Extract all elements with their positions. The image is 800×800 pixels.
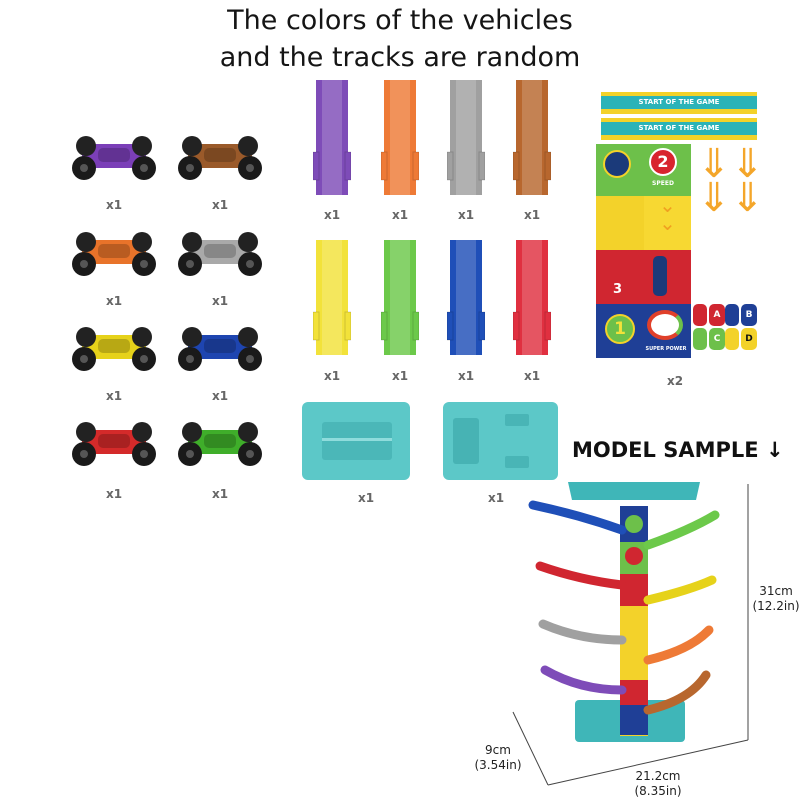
track-piece <box>446 80 486 195</box>
track-quantity: x1 <box>457 208 475 222</box>
base-platform-1 <box>302 402 410 480</box>
track-quantity: x1 <box>391 369 409 383</box>
sticker-letter-b: B <box>741 304 757 326</box>
height-dimension: 31cm (12.2in) <box>752 584 800 614</box>
headline-line-2: and the tracks are random <box>219 42 581 73</box>
headline-line-1: The colors of the vehicles <box>227 5 573 36</box>
sticker-letter-a: A <box>709 304 725 326</box>
sticker-letter-c: C <box>709 328 725 350</box>
track-quantity: x1 <box>323 208 341 222</box>
sticker-number-2: 2 <box>649 148 677 176</box>
track-piece <box>312 80 352 195</box>
sticker-number-3: 3 <box>613 282 623 297</box>
car-quantity: x1 <box>211 294 229 308</box>
base-platform-2 <box>443 402 558 480</box>
toy-car <box>68 228 160 278</box>
car-quantity: x1 <box>211 389 229 403</box>
model-sample-text: MODEL SAMPLE <box>572 438 759 462</box>
car-quantity: x1 <box>105 198 123 212</box>
track-piece <box>380 80 420 195</box>
sticker-quantity: x2 <box>666 374 684 388</box>
toy-car <box>68 323 160 373</box>
toy-car <box>174 228 266 278</box>
track-piece <box>380 240 420 355</box>
base-2-quantity: x1 <box>487 491 505 505</box>
sticker-number-1: 1 <box>605 314 635 344</box>
depth-cm: 9cm <box>485 743 511 757</box>
track-quantity: x1 <box>323 369 341 383</box>
toy-car <box>174 323 266 373</box>
track-piece <box>446 240 486 355</box>
sticker-speed: SPEED <box>652 180 674 187</box>
toy-car <box>174 418 266 468</box>
car-quantity: x1 <box>211 487 229 501</box>
width-dimension: 21.2cm (8.35in) <box>628 769 688 799</box>
width-cm: 21.2cm <box>635 769 681 783</box>
width-in: (8.35in) <box>634 784 682 798</box>
sticker-letter-d: D <box>741 328 757 350</box>
track-quantity: x1 <box>523 369 541 383</box>
track-piece <box>512 240 552 355</box>
track-quantity: x1 <box>523 208 541 222</box>
sticker-banner-2: START OF THE GAME <box>601 122 757 135</box>
car-quantity: x1 <box>105 294 123 308</box>
car-quantity: x1 <box>105 487 123 501</box>
sticker-super-power: SUPER POWER <box>645 346 687 352</box>
track-quantity: x1 <box>391 208 409 222</box>
track-piece <box>312 240 352 355</box>
base-1-quantity: x1 <box>357 491 375 505</box>
depth-dimension: 9cm (3.54in) <box>468 743 528 773</box>
sticker-banner-1: START OF THE GAME <box>601 96 757 109</box>
car-quantity: x1 <box>105 389 123 403</box>
height-in: (12.2in) <box>752 599 800 613</box>
toy-car <box>68 132 160 182</box>
model-sample-label: MODEL SAMPLE ↓ <box>572 438 784 462</box>
toy-car <box>174 132 266 182</box>
toy-car <box>68 418 160 468</box>
track-quantity: x1 <box>457 369 475 383</box>
car-quantity: x1 <box>211 198 229 212</box>
sticker-sheet: START OF THE GAME START OF THE GAME 2 SP… <box>593 92 765 360</box>
height-cm: 31cm <box>759 584 793 598</box>
depth-in: (3.54in) <box>474 758 522 772</box>
arrow-down-icon: ↓ <box>765 438 784 462</box>
track-piece <box>512 80 552 195</box>
